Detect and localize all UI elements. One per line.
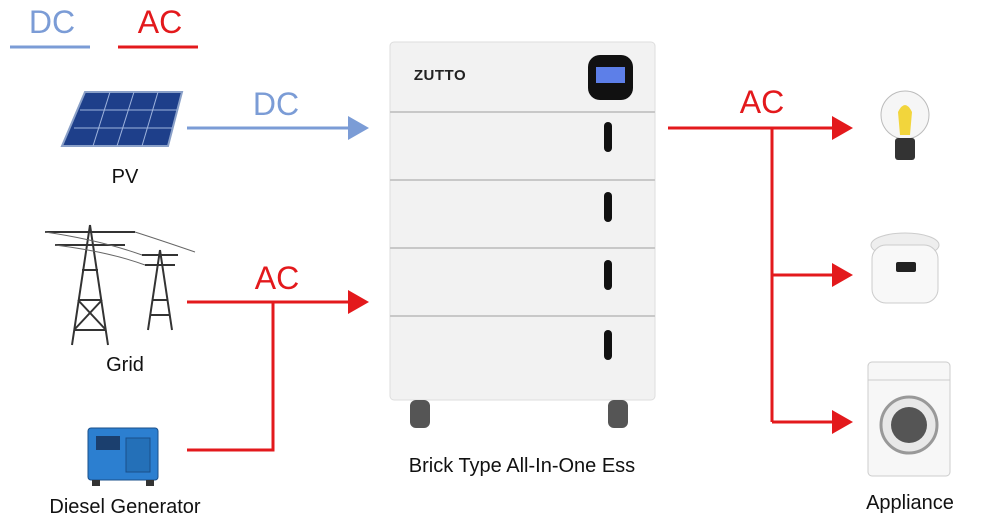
diesel-generator-icon (87, 427, 159, 486)
ess-caption: Brick Type All-In-One Ess (408, 455, 636, 477)
dc-arrow-label: DC (252, 86, 300, 122)
rice-cooker-icon (870, 232, 940, 304)
solar-panel-icon (60, 91, 184, 147)
grid-label: Grid (106, 354, 144, 376)
washing-machine-icon (867, 361, 951, 477)
pv-label: PV (111, 166, 139, 188)
ess-brand-logo: ZUTTO (413, 67, 467, 84)
battery-ess-icon (389, 41, 656, 428)
legend-dc-label: DC (28, 4, 76, 40)
power-tower-icon (44, 224, 196, 346)
out-ac-arrow-label: AC (739, 84, 785, 120)
diesel-ac-line (187, 302, 275, 452)
legend-ac-label: AC (137, 4, 183, 40)
diesel-label: Diesel Generator (49, 496, 201, 518)
appliance-label: Appliance (866, 492, 954, 514)
grid-ac-arrow-label: AC (254, 260, 300, 296)
light-bulb-icon (880, 90, 930, 160)
